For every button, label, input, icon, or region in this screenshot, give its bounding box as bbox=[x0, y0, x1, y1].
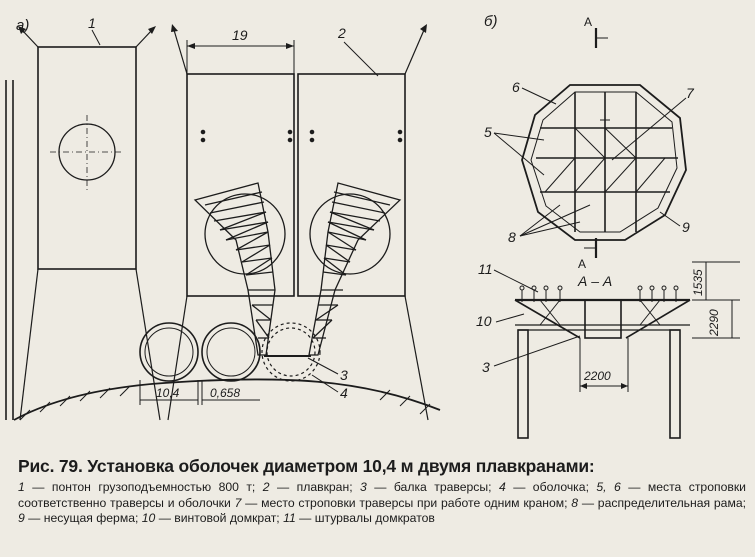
installed-shells bbox=[139, 322, 261, 382]
dimension-barge-width bbox=[186, 40, 295, 74]
panel-a-label: а) bbox=[16, 17, 29, 34]
callout-10: 10 bbox=[476, 313, 492, 329]
section-a-a-drawing bbox=[514, 285, 691, 439]
legend-text: — распределительная рама; bbox=[581, 495, 747, 510]
callout-3: 3 bbox=[340, 367, 348, 383]
shell-being-placed bbox=[261, 322, 321, 382]
legend-text: — несущая ферма; bbox=[28, 511, 142, 525]
legend-num: 8 bbox=[571, 495, 579, 510]
legend-text: — штурвалы домкратов bbox=[299, 511, 435, 525]
legend-num: 11 bbox=[283, 511, 296, 525]
caption-title: Рис. 79. Установка оболочек диаметром 10… bbox=[18, 456, 595, 476]
callout-6: 6 bbox=[512, 79, 520, 95]
ground-slope bbox=[13, 378, 441, 421]
legend-text: — балка траверсы; bbox=[374, 480, 499, 494]
callout-5: 5 bbox=[484, 124, 492, 140]
legend-text: — места строповки соответственно траверс… bbox=[18, 480, 746, 510]
legend-num: 5, 6 bbox=[596, 480, 621, 494]
quay-wall bbox=[5, 80, 14, 420]
legend-text: — оболочка; bbox=[513, 480, 597, 494]
legend-text: — место строповки траверсы при работе од… bbox=[245, 495, 572, 510]
floating-crane-right bbox=[297, 73, 406, 297]
mooring-lines bbox=[19, 24, 429, 421]
section-title: А – А bbox=[577, 273, 612, 289]
legend-num: 1 bbox=[18, 480, 25, 494]
dimension-heights bbox=[692, 261, 740, 339]
dim-shell-diameter: 10,4 bbox=[156, 386, 180, 400]
legend-num: 4 bbox=[498, 480, 506, 494]
dim-height-b: 2290 bbox=[707, 309, 721, 337]
legend-text: — понтон грузоподъемностью 800 т; bbox=[32, 480, 263, 494]
dim-shell-gap: 0,658 bbox=[210, 386, 240, 400]
figure-caption: Рис. 79. Установка оболочек диаметром 10… bbox=[18, 456, 746, 527]
legend-num: 3 bbox=[360, 480, 367, 494]
caption-legend: 1 — понтон грузоподъемностью 800 т; 2 — … bbox=[18, 480, 746, 527]
callout-11: 11 bbox=[478, 261, 493, 277]
floating-crane-left bbox=[186, 73, 295, 297]
section-marker-bottom: А bbox=[578, 257, 586, 271]
legend-num: 9 bbox=[18, 511, 25, 525]
dim-barge-width: 19 bbox=[232, 27, 248, 43]
technical-drawing: а) 1 2 19 bbox=[5, 13, 740, 439]
callout-4: 4 bbox=[340, 385, 348, 401]
callout-9: 8 bbox=[508, 229, 516, 245]
crane-boom-left bbox=[193, 182, 286, 356]
crane-boom-right bbox=[308, 182, 402, 356]
panel-b-label: б) bbox=[484, 13, 497, 30]
distribution-frame-plan bbox=[521, 84, 687, 241]
callout-7: 7 bbox=[686, 85, 695, 101]
pontoon-1 bbox=[18, 26, 156, 270]
legend-num: 10 bbox=[141, 511, 156, 525]
dim-frame-span: 2200 bbox=[583, 369, 611, 383]
section-marker-top: А bbox=[584, 15, 592, 29]
callout-1: 1 bbox=[88, 15, 96, 31]
callout-8: 9 bbox=[682, 219, 690, 235]
dimension-frame-span bbox=[579, 338, 629, 392]
legend-text: — плавкран; bbox=[276, 480, 361, 494]
dim-height-a: 1535 bbox=[691, 269, 705, 296]
legend-num: 7 bbox=[234, 495, 242, 510]
legend-num: 2 bbox=[262, 480, 270, 494]
dimension-shells bbox=[139, 380, 260, 405]
ground-hatching bbox=[19, 385, 431, 421]
callout-2: 2 bbox=[337, 25, 346, 41]
legend-text: — винтовой домкрат; bbox=[158, 511, 284, 525]
callout-3-section: 3 bbox=[482, 359, 490, 375]
